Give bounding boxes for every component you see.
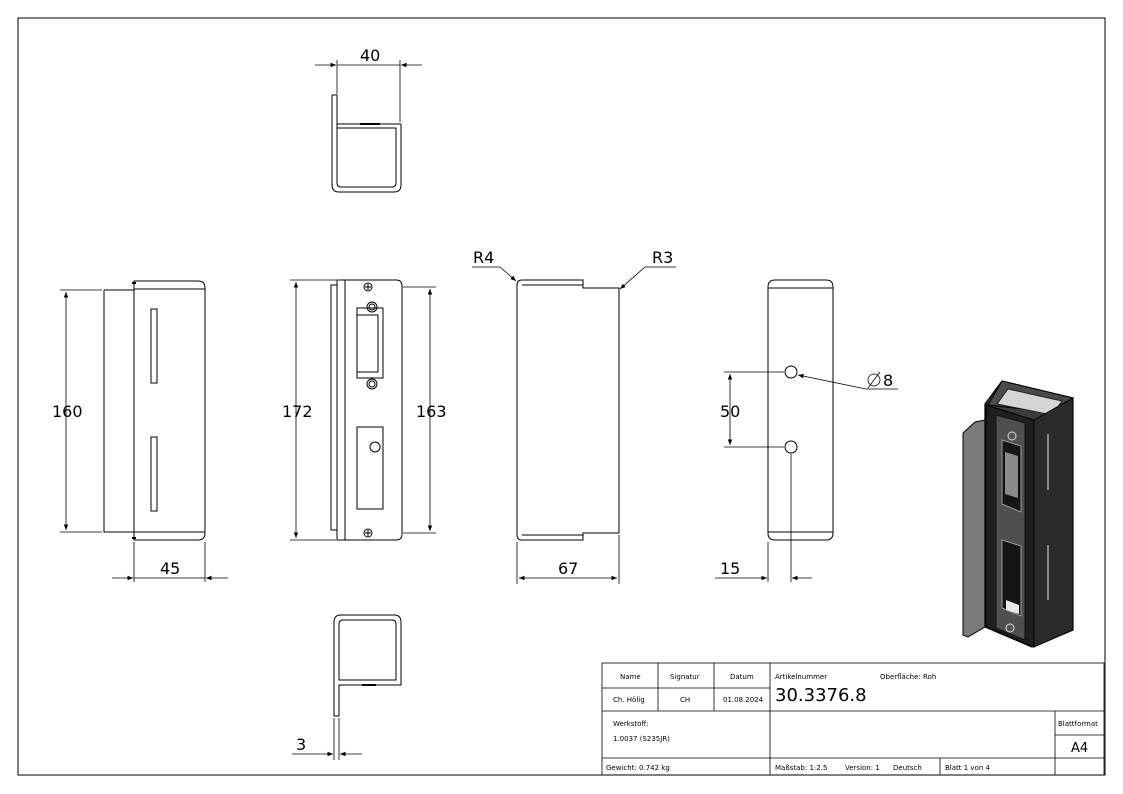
tb-format-label: Blattformat [1058, 720, 1098, 728]
tb-sheet: Blatt 1 von 4 [945, 764, 991, 772]
tb-material-label: Werkstoff: [613, 720, 649, 728]
dim-side-height-outer-label: 172 [282, 402, 313, 421]
dim-front-depth-label: 45 [160, 559, 180, 578]
side-view [330, 279, 403, 541]
dim-side-height-inner-label: 163 [416, 402, 447, 421]
dim-back-width [516, 535, 620, 584]
dim-top-width [315, 60, 422, 122]
dim-side-height-outer [290, 279, 336, 541]
dim-side-height-inner [403, 286, 436, 534]
tb-name: Ch. Hölig [613, 696, 645, 704]
title-block [601, 662, 1105, 776]
isometric-view [962, 380, 1074, 648]
dim-hole-diameter-label: 8 [883, 371, 893, 390]
dim-back-radius-right-label: R3 [652, 248, 673, 267]
dim-back-radius-left-label: R4 [473, 248, 494, 267]
tb-material: 1.0037 (S235JR) [613, 735, 670, 743]
dim-back-radius-right [619, 266, 676, 290]
dim-hole-spacing [724, 371, 784, 448]
dim-hole-spacing-label: 50 [720, 402, 740, 421]
dim-front-height [60, 289, 102, 533]
dim-hole-diameter [797, 371, 898, 390]
dim-hole-offset [715, 454, 812, 582]
tb-header-date: Datum [730, 673, 754, 681]
tb-scale: Maßstab: 1:2.5 [775, 764, 827, 772]
dim-top-width-label: 40 [360, 46, 380, 65]
dim-front-height-label: 160 [52, 402, 83, 421]
tb-article-number: 30.3376.8 [775, 685, 867, 706]
dim-front-depth [112, 542, 228, 582]
tb-language: Deutsch [893, 764, 922, 772]
tb-version: Version: 1 [845, 764, 880, 772]
sheet-border [17, 17, 1106, 776]
tb-format: A4 [1071, 741, 1088, 756]
tb-header-name: Name [620, 673, 641, 681]
tb-header-signature: Signatur [670, 673, 700, 681]
tb-weight: Gewicht: 0.742 kg [606, 764, 670, 772]
front-view [103, 280, 206, 541]
dim-back-width-label: 67 [558, 559, 578, 578]
bottom-view [333, 614, 402, 717]
dim-hole-offset-label: 15 [720, 559, 740, 578]
dim-sheet-thickness [292, 718, 362, 760]
tb-date: 01.08.2024 [723, 696, 764, 704]
hole-side-view [767, 279, 834, 541]
top-view [331, 94, 402, 193]
dim-sheet-thickness-label: 3 [296, 735, 306, 754]
back-view [516, 279, 620, 541]
tb-signature: CH [680, 696, 690, 704]
tb-article-label: Artikelnummer [775, 673, 827, 681]
dim-back-radius-left [472, 266, 517, 282]
tb-surface: Oberfläche: Roh [880, 673, 936, 681]
